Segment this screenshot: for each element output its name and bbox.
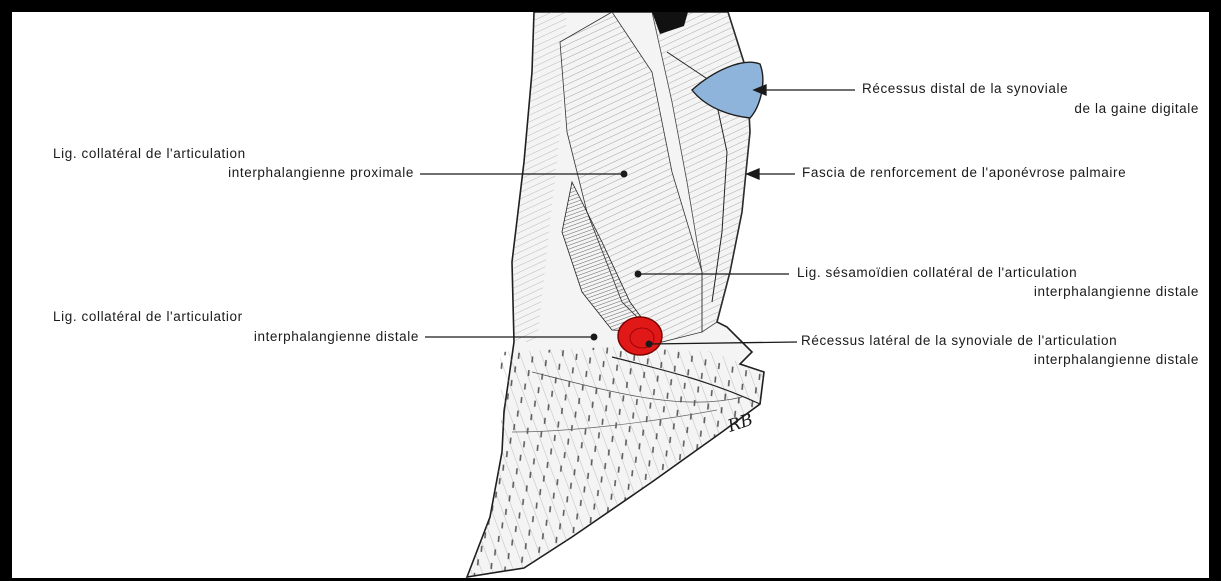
dot-recessus-lateral bbox=[646, 341, 652, 347]
label-lig-coll-prox-line2: interphalangienne proximale bbox=[228, 165, 414, 181]
arrow-fascia bbox=[747, 169, 759, 179]
recessus-lateral-shape bbox=[618, 317, 662, 355]
label-lig-coll-prox-line1: Lig. collatéral de l'articulation bbox=[53, 146, 246, 162]
dot-lig-sesam bbox=[635, 271, 641, 277]
label-recessus-distal-line2: de la gaine digitale bbox=[1074, 101, 1199, 117]
label-lig-coll-dist-line2: interphalangienne distale bbox=[254, 329, 419, 345]
label-recessus-lateral-line2: interphalangienne distale bbox=[1034, 352, 1199, 368]
label-lig-coll-dist-line1: Lig. collatéral de l'articulatior bbox=[53, 309, 243, 325]
dot-lig-coll-prox bbox=[621, 171, 627, 177]
label-fascia: Fascia de renforcement de l'aponévrose p… bbox=[802, 165, 1126, 181]
label-recessus-distal-line1: Récessus distal de la synoviale bbox=[862, 81, 1068, 97]
dot-lig-coll-dist bbox=[591, 334, 597, 340]
anatomical-figure: RB Récessus distal de la synoviale de la… bbox=[12, 12, 1209, 578]
label-recessus-lateral-line1: Récessus latéral de la synoviale de l'ar… bbox=[801, 333, 1117, 349]
label-lig-sesam-line1: Lig. sésamoïdien collatéral de l'articul… bbox=[797, 265, 1077, 281]
label-lig-sesam-line2: interphalangienne distale bbox=[1034, 284, 1199, 300]
